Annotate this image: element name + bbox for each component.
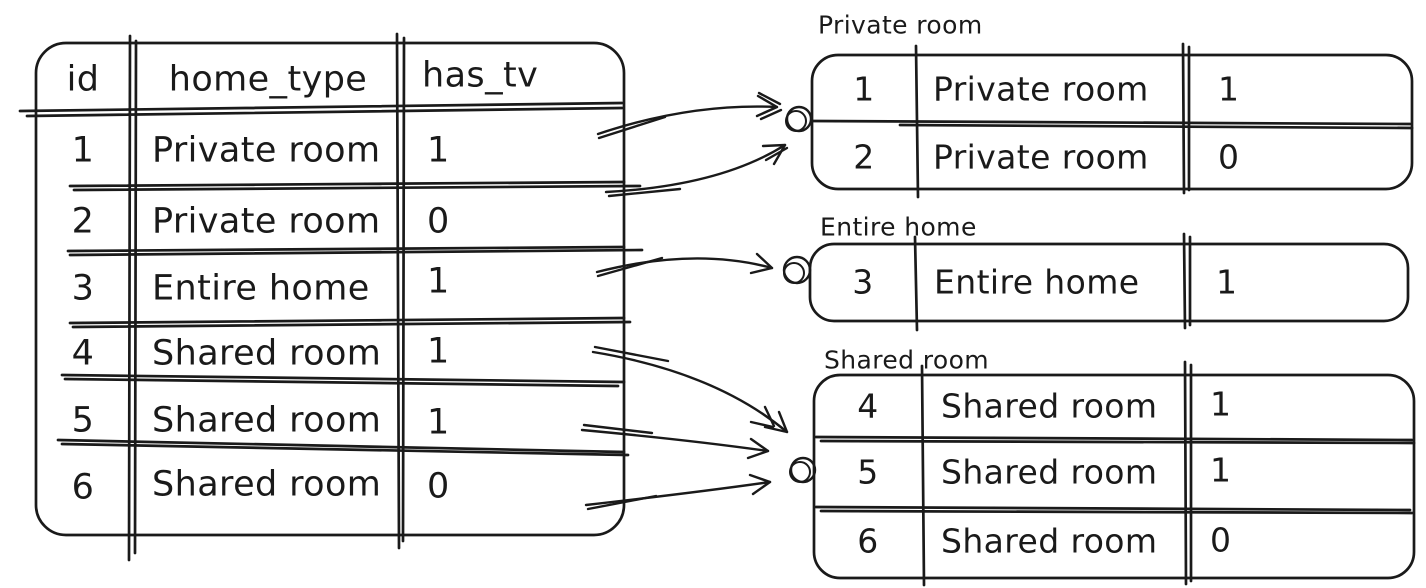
main-row-4-id: 4 <box>71 333 95 374</box>
arrow-head <box>761 143 787 166</box>
arrow-row-2-to-private <box>604 143 789 198</box>
main-row-2-has-tv: 0 <box>427 201 450 242</box>
arrow-row-1-to-private <box>596 91 783 140</box>
group-entire-row-1-has-tv: 1 <box>1216 262 1238 302</box>
arrow-shaft <box>604 143 787 194</box>
arrow-row-6-to-shared <box>584 473 772 511</box>
main-table-border <box>18 32 644 562</box>
main-table-header-id: id <box>66 59 100 100</box>
group-shared-column-line-1 <box>920 364 926 587</box>
group-private-row-separator <box>810 119 1414 130</box>
connector-circle-entire <box>782 255 812 285</box>
main-row-5-has-tv: 1 <box>427 402 450 443</box>
connector-circle-private <box>785 105 813 133</box>
arrow-head <box>749 252 774 275</box>
group-shared-row-1-has-tv: 1 <box>1210 384 1232 424</box>
main-row-5-home-type: Shared room <box>152 400 382 441</box>
main-table-row-separator-2 <box>66 245 644 257</box>
group-entire-row-1-id: 3 <box>852 262 874 302</box>
arrow-tail-overdraw <box>593 345 670 363</box>
main-table-column-line-2 <box>395 32 406 550</box>
arrow-row-4-to-shared <box>591 345 789 434</box>
arrow-row-3-to-entire <box>595 252 774 278</box>
main-row-3-home-type: Entire home <box>152 268 370 309</box>
arrow-tail-overdraw <box>582 423 654 435</box>
arrow-row-5-to-shared <box>580 423 770 460</box>
group-entire-column-line-1 <box>913 235 919 332</box>
arrow-shaft <box>591 350 789 434</box>
main-row-2-id: 2 <box>71 201 95 242</box>
group-private-row-2-home-type: Private room <box>933 137 1149 177</box>
main-row-4-has-tv: 1 <box>427 331 450 372</box>
group-shared-row-2-id: 5 <box>857 452 879 492</box>
arrow-tail-overdraw <box>596 256 664 278</box>
arrow-shaft <box>580 428 770 453</box>
main-row-2-home-type: Private room <box>152 201 381 242</box>
main-row-3-id: 3 <box>71 268 95 309</box>
group-private-row-2-has-tv: 0 <box>1218 137 1240 177</box>
main-table-row-separator-1 <box>68 180 642 192</box>
arrow-head <box>748 473 772 496</box>
group-private-row-1-home-type: Private room <box>933 69 1149 109</box>
arrow-head <box>763 410 789 434</box>
group-private-column-line-2 <box>1181 42 1191 195</box>
group-shared-row-3-home-type: Shared room <box>941 521 1158 561</box>
main-row-1-id: 1 <box>71 130 95 171</box>
main-table-header-underline <box>18 101 624 118</box>
group-private-row-2-id: 2 <box>853 137 875 177</box>
group-shared-label: Shared room <box>824 345 990 375</box>
main-table-header-has-tv: has_tv <box>422 55 539 96</box>
arrow-head-overdraw <box>749 405 776 429</box>
main-row-6-home-type: Shared room <box>152 464 382 505</box>
arrow-tail-overdraw <box>597 115 667 140</box>
main-row-5-id: 5 <box>71 400 95 441</box>
group-shared-row-separator-2 <box>814 505 1414 515</box>
main-row-1-home-type: Private room <box>152 130 381 171</box>
group-entire-row-1-home-type: Entire home <box>934 262 1140 302</box>
group-shared-row-3-id: 6 <box>857 521 879 561</box>
group-shared-row-2-home-type: Shared room <box>941 452 1158 492</box>
group-shared-column-line-2 <box>1183 360 1193 586</box>
main-table-row-separator-4 <box>60 373 626 388</box>
main-table-header-home-type: home_type <box>168 59 368 100</box>
arrow-tail-overdraw <box>586 494 658 511</box>
group-table-entire-border <box>808 232 1410 332</box>
group-entire-label: Entire home <box>820 212 977 242</box>
connector-circle-shared <box>789 456 817 484</box>
main-table-row-separator-3 <box>68 316 632 329</box>
main-row-6-has-tv: 0 <box>427 466 450 507</box>
group-private-row-1-has-tv: 1 <box>1218 69 1240 109</box>
group-shared-row-separator-1 <box>814 435 1416 445</box>
group-entire-column-line-2 <box>1182 232 1192 330</box>
main-table-column-line-1 <box>127 34 138 562</box>
group-shared-row-1-home-type: Shared room <box>941 386 1158 426</box>
arrow-head-overdraw <box>757 91 783 121</box>
arrow-shaft <box>595 257 774 274</box>
group-table-private-border <box>810 42 1414 199</box>
arrow-head <box>755 94 779 118</box>
group-shared-row-2-has-tv: 1 <box>1210 450 1232 490</box>
group-shared-row-1-id: 4 <box>857 386 879 426</box>
arrow-head <box>746 437 770 460</box>
main-row-1-has-tv: 1 <box>427 130 450 171</box>
arrow-head-overdraw <box>764 146 789 162</box>
arrow-shaft <box>596 105 779 136</box>
main-table-outline <box>34 41 626 537</box>
group-table-entire-outline <box>808 242 1410 323</box>
group-private-row-1-id: 1 <box>853 69 875 109</box>
main-row-4-home-type: Shared room <box>152 333 382 374</box>
group-shared-row-3-has-tv: 0 <box>1210 520 1232 560</box>
arrow-tail-overdraw <box>607 187 682 198</box>
main-row-3-has-tv: 1 <box>427 261 450 302</box>
main-table-row-separator-5 <box>56 438 630 457</box>
group-private-label: Private room <box>818 10 983 40</box>
main-row-6-id: 6 <box>71 467 95 508</box>
arrow-shaft <box>584 480 772 507</box>
